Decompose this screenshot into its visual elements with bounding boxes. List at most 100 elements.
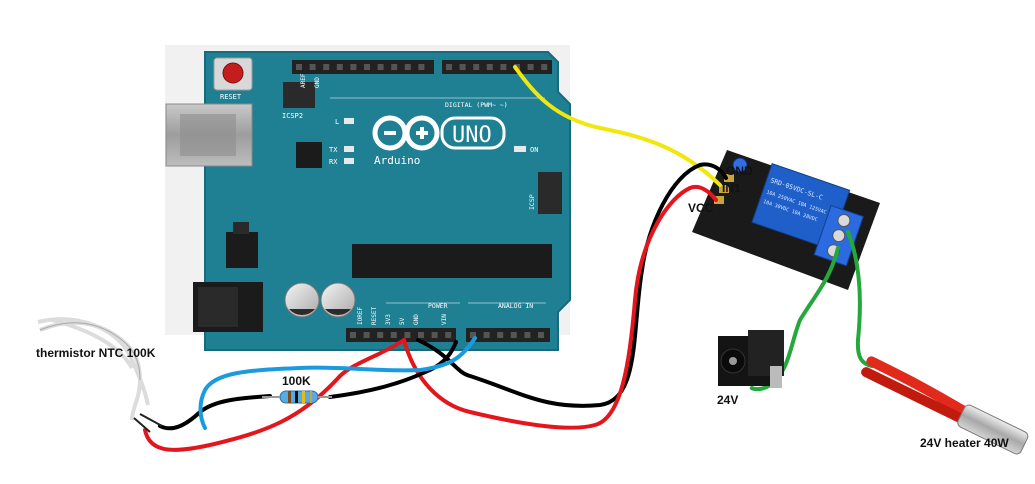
atmega-chip [352, 244, 552, 278]
icsp2-label: ICSP2 [282, 112, 303, 120]
heater-wire-1 [866, 356, 969, 416]
relay-pin-gnd [724, 174, 734, 182]
header-pin-hole [296, 64, 302, 70]
supply-label: 24V [717, 393, 738, 407]
wire-red-thermistor [143, 338, 406, 452]
wire-green-relay-heater [846, 230, 874, 368]
header-pin-hole [336, 64, 343, 70]
header-pin-hole [404, 64, 411, 70]
terminal-screw-2 [832, 229, 846, 243]
relay-vcc-label: VCC [688, 201, 714, 215]
thermistor-label: thermistor NTC 100K [36, 346, 156, 360]
header-pin-hole [377, 332, 384, 338]
header-pin-hole [446, 64, 452, 70]
header-pin-hole [500, 64, 507, 70]
header-pin-hole [431, 332, 438, 338]
header-analog [466, 328, 550, 342]
resistor-100k: 100K [262, 374, 332, 404]
header-pin-hole [483, 332, 490, 338]
thermistor-lead-1 [133, 417, 151, 433]
header-pin-hole [497, 332, 504, 338]
header-pin-hole [486, 64, 493, 70]
thermistor-cable-outline [39, 322, 141, 381]
header-pin-hole [377, 64, 384, 70]
capacitor-1-mark [289, 309, 315, 316]
reset-button-cap[interactable] [222, 62, 244, 84]
led-on-label: ON [530, 146, 538, 154]
header-top-left [292, 60, 434, 74]
aref-label: AREF [300, 73, 307, 88]
gnd-top-label: GND [314, 77, 321, 88]
usb-chip [296, 142, 322, 168]
ioref-label: IOREF [357, 307, 364, 325]
header-pin-hole [459, 64, 466, 70]
header-pin-hole [350, 64, 357, 70]
header-pin-hole [390, 332, 397, 338]
thermistor: thermistor NTC 100K [36, 317, 163, 433]
heater-cartridge [957, 404, 1029, 455]
heater-label: 24V heater 40W [920, 436, 1009, 450]
header-pin-hole [364, 64, 370, 70]
uno-label: UNO [452, 123, 492, 148]
logo-plus-v [420, 127, 424, 139]
header-pin-hole [350, 332, 356, 338]
capacitor-2 [320, 282, 356, 318]
heater-group [861, 356, 1029, 455]
led-rx [344, 158, 354, 164]
header-pin-hole [527, 64, 534, 70]
wire-green-relay-jack [749, 246, 840, 392]
relay-terminal-group [813, 204, 864, 267]
usb-port-inner [180, 114, 236, 156]
resistor-band-1 [288, 391, 291, 403]
icsp2-header [283, 82, 315, 108]
header-pin-hole [391, 64, 398, 70]
dc-jack-tab [770, 366, 782, 388]
header-pin-hole [510, 332, 517, 338]
arduino-board: RESET ICSP2 AREF GND DIGITAL (PWM~ ~) UN… [165, 45, 571, 351]
arduino-logo: UNO Arduino [372, 115, 506, 167]
icsp-header [538, 172, 562, 214]
led-l [344, 118, 354, 124]
resistor-band-4 [310, 391, 312, 403]
analog-label: ANALOG IN [498, 302, 533, 310]
digital-label: DIGITAL (PWM~ ~) [445, 101, 508, 109]
wire-red-5v-relay [402, 185, 718, 430]
wire-yellow-signal [513, 65, 722, 187]
relay-module: SRD-05VDC-SL-C 10A 250VAC 10A 125VAC 10A… [688, 150, 880, 290]
header-pin-hole [309, 64, 316, 70]
capacitor-1 [284, 282, 320, 318]
thermistor-cable-coil [37, 317, 150, 421]
vin-label: VIN [441, 314, 448, 325]
dc-jack-24v: 24V [717, 330, 784, 407]
dc-jack-pin [729, 357, 737, 365]
led-tx [344, 146, 354, 152]
heater-wire-2 [861, 367, 965, 423]
regulator-tab [233, 222, 249, 234]
header-pin-hole [541, 64, 548, 70]
voltage-regulator [226, 232, 258, 268]
header-top-right [442, 60, 552, 74]
heater-24v: 24V heater 40W [861, 356, 1029, 455]
header-pin-hole [418, 332, 424, 338]
reset-pin-label: RESET [371, 307, 378, 325]
resistor-body [279, 390, 319, 404]
reset-label: RESET [220, 93, 242, 101]
v5-label: 5V [399, 317, 406, 325]
wires [143, 65, 874, 452]
logo-minus [384, 131, 396, 135]
wire-black-thermistor [158, 394, 272, 431]
resistor-label: 100K [282, 374, 311, 388]
relay-pin-in [719, 185, 729, 193]
header-pin-hole [524, 332, 531, 338]
brand-label: Arduino [374, 154, 420, 167]
uno-badge [440, 116, 506, 150]
led-on [514, 146, 526, 152]
led-tx-label: TX [329, 146, 338, 154]
header-pin-hole [470, 332, 476, 338]
header-power [346, 328, 456, 342]
relay-pin-vcc [714, 196, 724, 204]
header-pin-hole [363, 332, 370, 338]
thermistor-lead-2 [139, 413, 163, 427]
header-pin-hole [323, 64, 330, 70]
